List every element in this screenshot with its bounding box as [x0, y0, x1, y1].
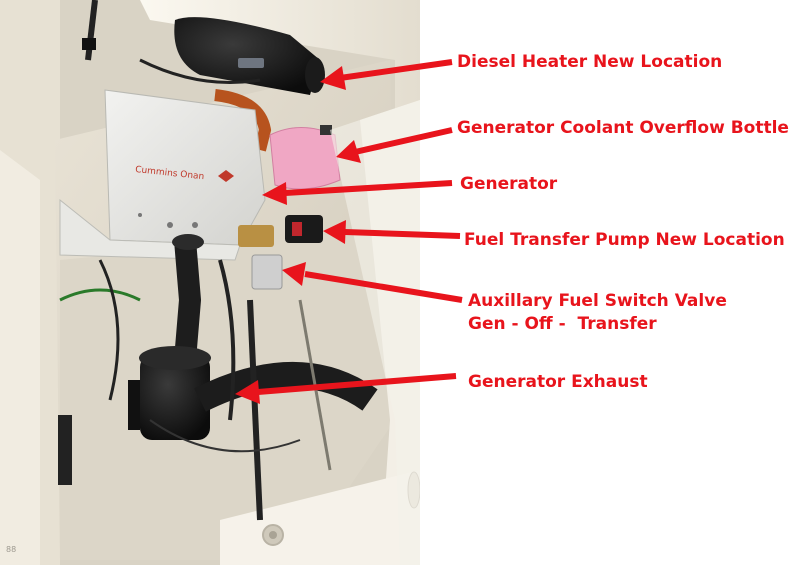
- annotation-arrows: [235, 59, 463, 404]
- label-exhaust: Generator Exhaust: [468, 372, 648, 392]
- arrow-generator: [262, 180, 453, 205]
- label-generator: Generator: [460, 174, 558, 194]
- arrow-diesel-heater: [320, 59, 453, 90]
- arrow-exhaust: [235, 373, 457, 404]
- label-fuel-valve: Auxillary Fuel Switch Valve: [468, 291, 727, 311]
- label-diesel-heater: Diesel Heater New Location: [457, 52, 723, 72]
- label-fuel-pump: Fuel Transfer Pump New Location: [464, 230, 785, 250]
- arrow-coolant-bottle: [336, 127, 453, 163]
- arrow-fuel-pump: [323, 220, 461, 244]
- label-fuel-valve-line2: Gen - Off - Transfer: [468, 314, 657, 334]
- label-coolant-bottle: Generator Coolant Overflow Bottle: [457, 118, 789, 138]
- arrow-fuel-valve: [282, 262, 463, 303]
- corner-mark: 88: [6, 545, 16, 554]
